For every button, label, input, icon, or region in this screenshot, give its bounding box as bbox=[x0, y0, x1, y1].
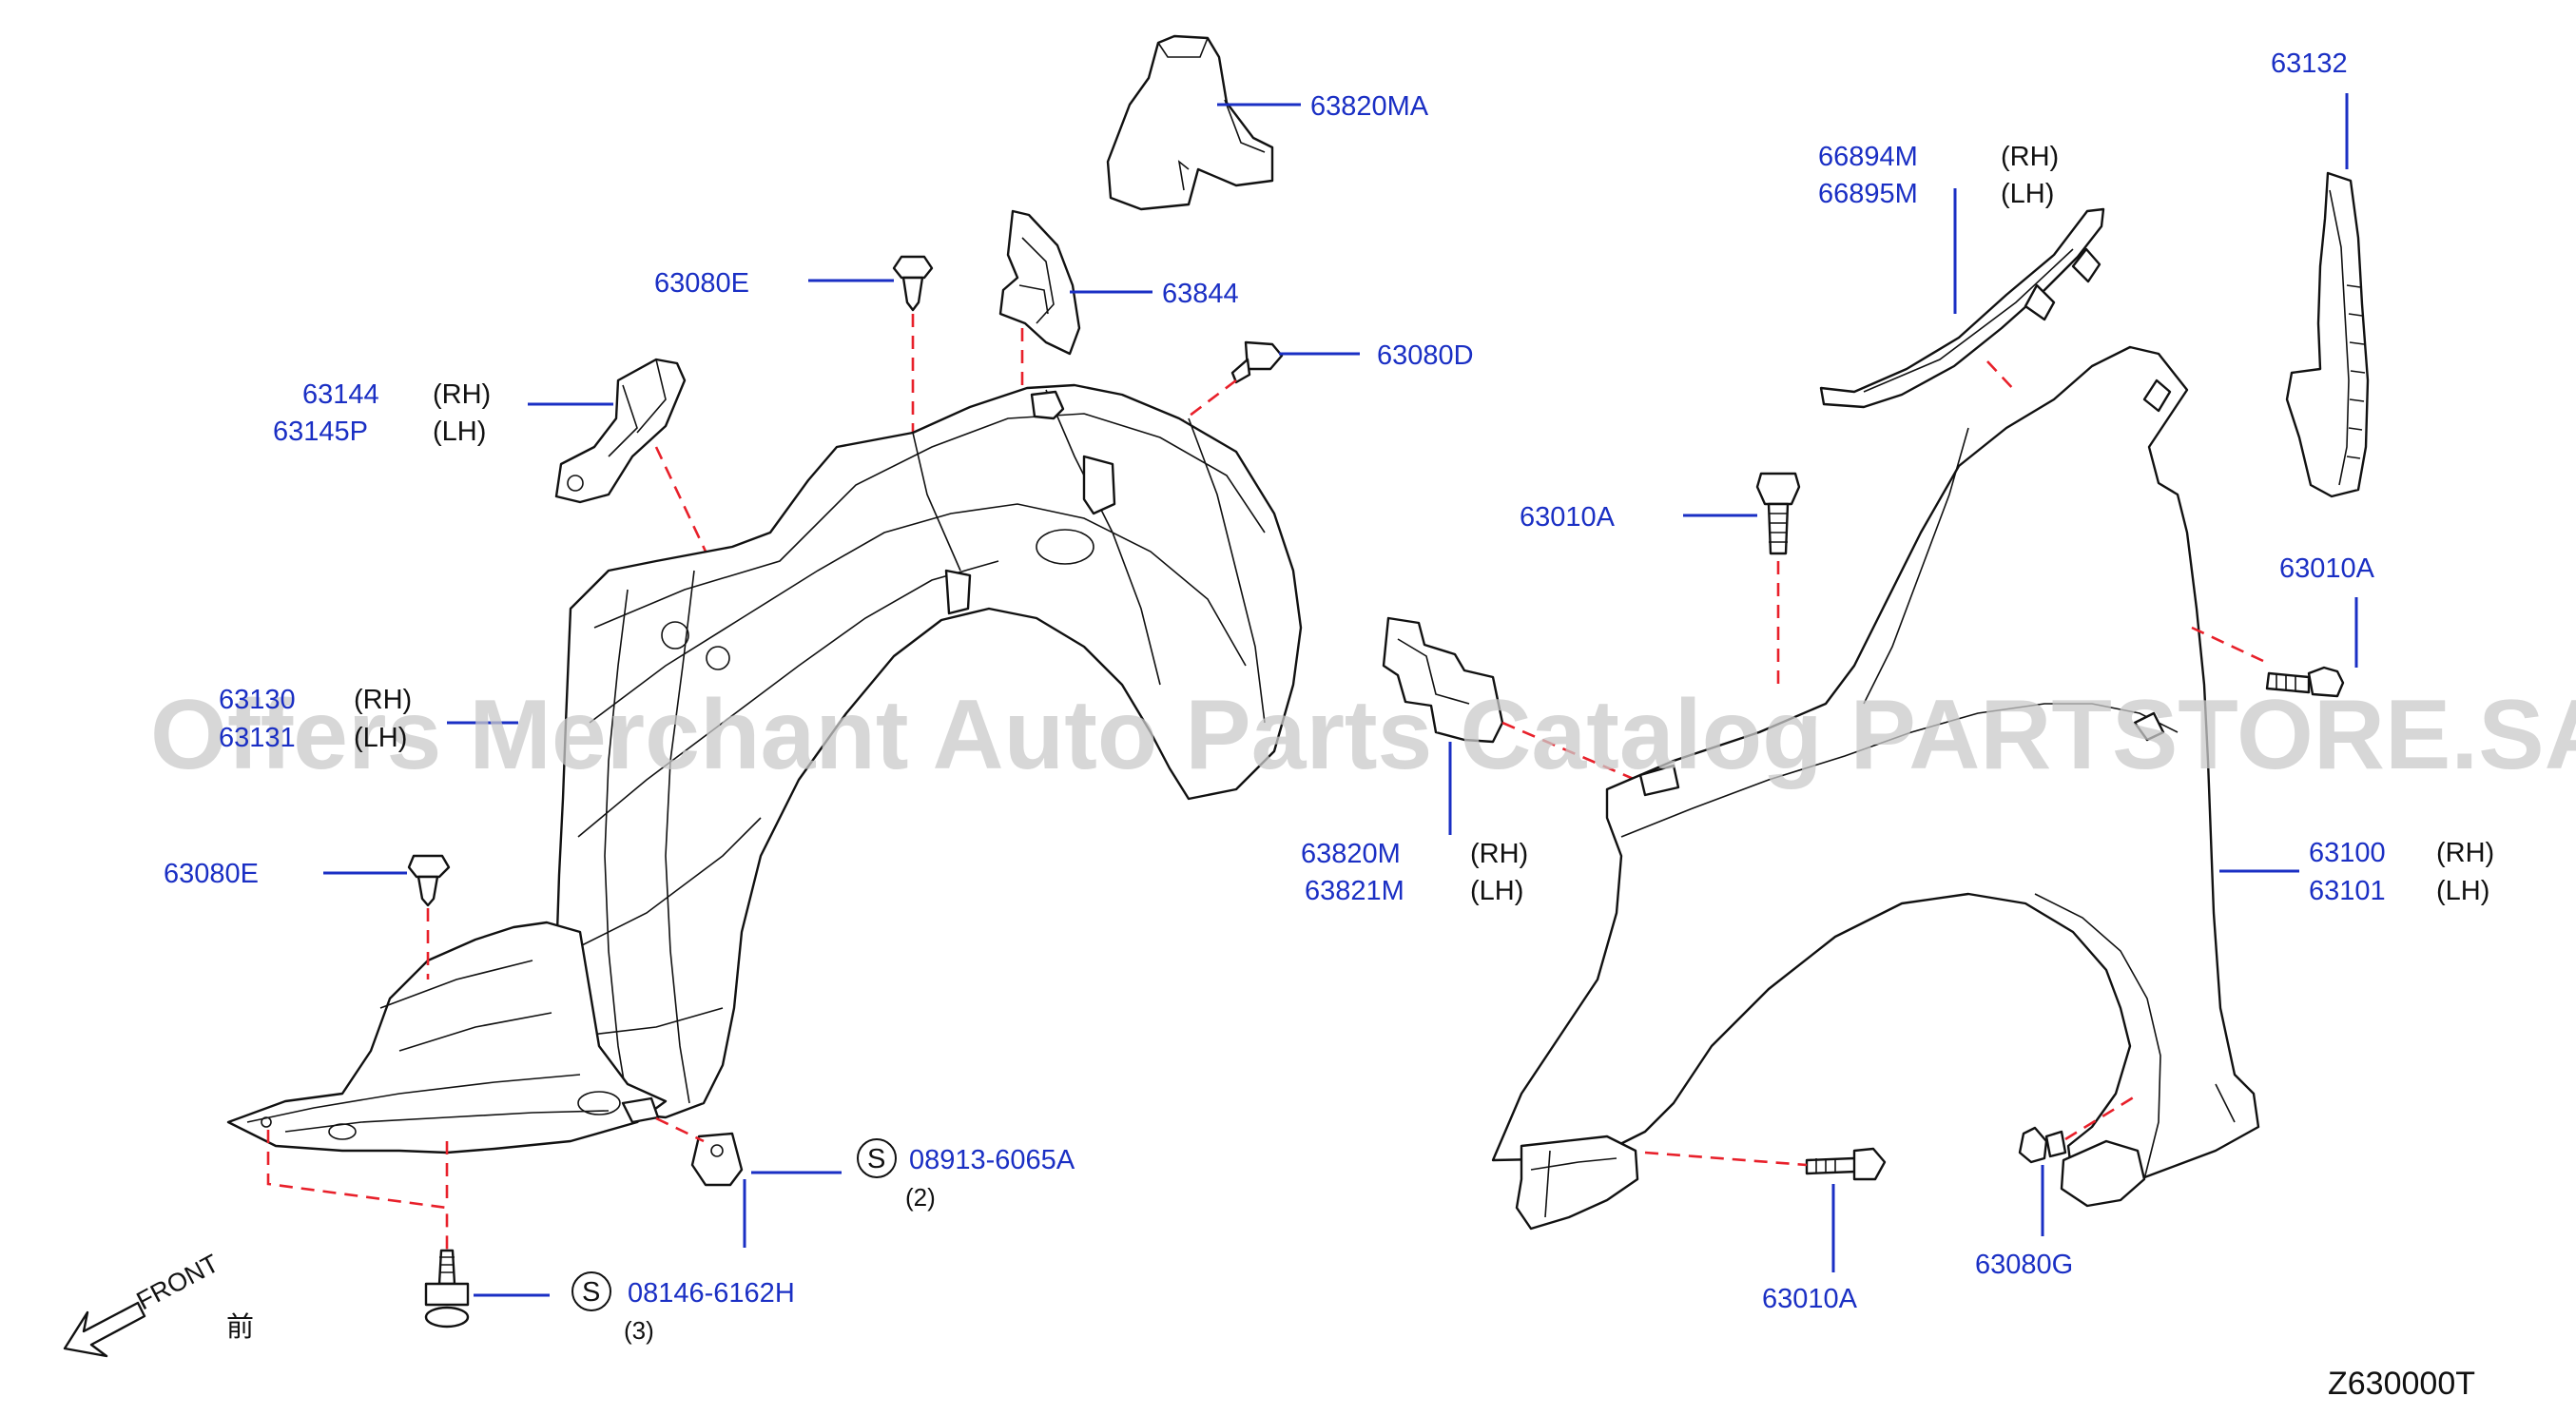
label-63131-side: (LH) bbox=[354, 723, 407, 753]
dash-63010A-right bbox=[2191, 626, 2264, 663]
label-63080D: 63080D bbox=[1377, 340, 1474, 371]
dash-63820M bbox=[1501, 721, 1637, 782]
bolt-63010A-bottom[interactable] bbox=[1805, 1147, 1887, 1181]
label-63080G: 63080G bbox=[1975, 1250, 2073, 1280]
dash-63080G bbox=[2064, 1092, 2140, 1141]
label-63130-side: (RH) bbox=[354, 685, 412, 715]
label-08913: 08913-6065A bbox=[909, 1145, 1075, 1175]
label-63145P-side: (LH) bbox=[433, 417, 486, 447]
label-66895M-side: (LH) bbox=[2001, 179, 2054, 209]
bracket-63844[interactable] bbox=[998, 209, 1081, 356]
label-63100-side: (RH) bbox=[2436, 838, 2494, 868]
label-63010A-right: 63010A bbox=[2279, 553, 2375, 584]
label-63144-side: (RH) bbox=[433, 379, 491, 410]
front-arrow-icon bbox=[63, 1301, 146, 1358]
s-mark-08146: S bbox=[582, 1277, 600, 1308]
standard-part-mark-08146 bbox=[571, 1271, 611, 1311]
label-66895M: 66895M bbox=[1818, 179, 1918, 209]
clip-63080E-top[interactable] bbox=[892, 255, 934, 312]
clip-63080G[interactable] bbox=[2018, 1126, 2067, 1164]
label-66894M: 66894M bbox=[1818, 142, 1918, 172]
dash-08913 bbox=[655, 1116, 705, 1143]
bracket-63820MA[interactable] bbox=[1106, 34, 1274, 211]
front-label: FRONT bbox=[132, 1249, 223, 1315]
label-63101-side: (LH) bbox=[2436, 876, 2489, 906]
screw-08146[interactable] bbox=[424, 1249, 470, 1329]
clip-63080E-low[interactable] bbox=[407, 854, 451, 907]
clip-08913[interactable] bbox=[690, 1132, 744, 1187]
dash-08146 bbox=[266, 1130, 449, 1255]
label-63101: 63101 bbox=[2309, 876, 2386, 906]
molding-66894M[interactable] bbox=[1819, 207, 2105, 409]
bracket-63820M[interactable] bbox=[1382, 616, 1504, 744]
label-63144: 63144 bbox=[302, 379, 379, 410]
label-63145P: 63145P bbox=[273, 417, 368, 447]
label-63080E-top: 63080E bbox=[654, 268, 749, 299]
qty-08913: (2) bbox=[905, 1183, 936, 1212]
label-63131: 63131 bbox=[219, 723, 296, 753]
label-63820MA: 63820MA bbox=[1310, 91, 1429, 122]
label-63130: 63130 bbox=[219, 685, 296, 715]
label-63844: 63844 bbox=[1162, 279, 1239, 309]
front-kanji: 前 bbox=[226, 1311, 254, 1343]
dash-63010A-bottom bbox=[1644, 1151, 1808, 1167]
label-66894M-side: (RH) bbox=[2001, 142, 2059, 172]
front-fender[interactable] bbox=[1491, 345, 2260, 1231]
diagram-code: Z630000T bbox=[2328, 1366, 2475, 1402]
bolt-63010A-top[interactable] bbox=[1755, 472, 1801, 555]
label-63010A-bottom: 63010A bbox=[1762, 1284, 1858, 1314]
dash-66894M bbox=[1986, 360, 2017, 393]
label-63821M: 63821M bbox=[1305, 876, 1404, 906]
watermark: Offers Merchant Auto Parts Catalog PARTS… bbox=[150, 680, 2576, 790]
label-63080E-low: 63080E bbox=[164, 859, 259, 889]
label-08146: 08146-6162H bbox=[628, 1278, 795, 1309]
under-cover[interactable] bbox=[226, 921, 668, 1154]
fender-protector[interactable] bbox=[554, 383, 1303, 1119]
bolt-63010A-right[interactable] bbox=[2265, 666, 2345, 698]
s-mark-08913: S bbox=[867, 1144, 885, 1174]
standard-part-mark-08913 bbox=[857, 1138, 897, 1178]
clip-63080D[interactable] bbox=[1230, 340, 1284, 384]
bracket-63144[interactable] bbox=[554, 358, 687, 504]
seal-63132[interactable] bbox=[2285, 171, 2370, 498]
label-63820M-side: (RH) bbox=[1470, 839, 1528, 869]
label-63100: 63100 bbox=[2309, 838, 2386, 868]
label-63821M-side: (LH) bbox=[1470, 876, 1523, 906]
label-63010A-top: 63010A bbox=[1520, 502, 1616, 533]
qty-08146: (3) bbox=[624, 1316, 654, 1345]
label-63820M: 63820M bbox=[1301, 839, 1401, 869]
label-63132: 63132 bbox=[2271, 48, 2348, 79]
